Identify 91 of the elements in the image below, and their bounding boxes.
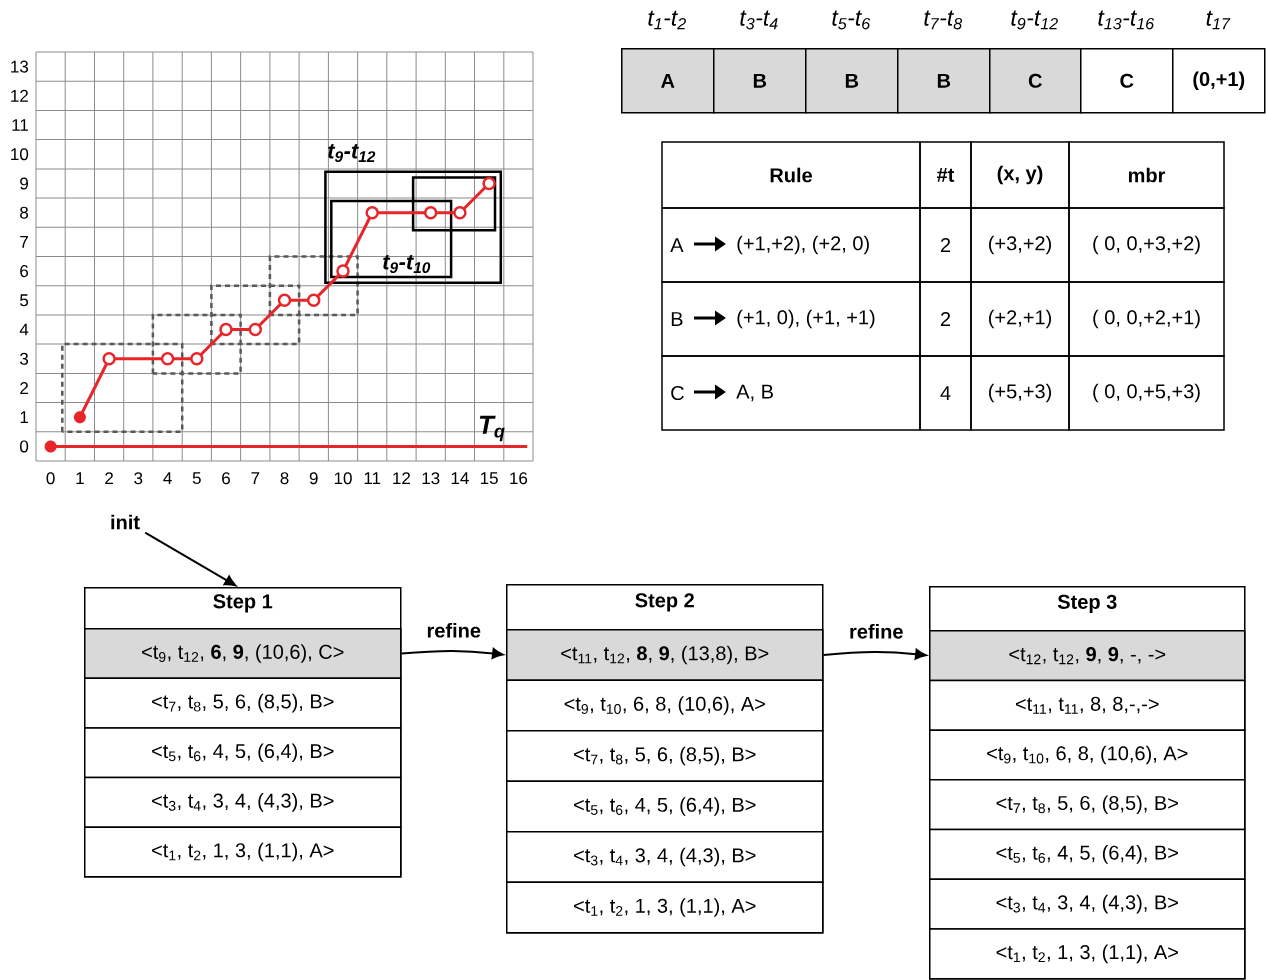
table-row: <t$_{9}$, t$_{10}$, 6, 8, (10,6), A> xyxy=(929,729,1246,781)
table-row: <t$_{1}$, t$_{2}$, 1, 3, (1,1), A> xyxy=(84,826,402,878)
tick-label: 1 xyxy=(20,411,28,424)
column-header: Rule xyxy=(770,167,812,183)
table-row: <t$_{5}$, t$_{6}$, 4, 5, (6,4), B> xyxy=(506,780,824,833)
sequence-cell: B xyxy=(897,48,991,114)
column-header: #t xyxy=(936,168,955,182)
tick-label: 15 xyxy=(480,472,498,485)
tick-label: 0 xyxy=(46,472,55,485)
tick-label: 6 xyxy=(222,472,230,485)
arrow xyxy=(822,648,927,660)
table-row: <t$_{3}$, t$_{4}$, 3, 4, (4,3), B> xyxy=(929,878,1246,930)
tick-label: 2 xyxy=(105,472,113,485)
table-row: <t$_{12}$, t$_{12}$, 9, 9, -, -> xyxy=(929,630,1246,682)
tick-label: 9 xyxy=(309,472,318,485)
table-text: A, B xyxy=(736,384,773,402)
tick-label: 16 xyxy=(510,472,528,485)
table-row: <t$_{7}$, t$_{8}$, 5, 6, (8,5), B> xyxy=(84,677,402,729)
table-row: <t$_{3}$, t$_{4}$, 3, 4, (4,3), B> xyxy=(506,831,824,883)
sequence-cell: C xyxy=(989,48,1082,114)
tick-label: 13 xyxy=(11,60,29,73)
tick-label: 5 xyxy=(20,294,29,307)
table-row: <t$_{9}$, t$_{12}$, 6, 9, (10,6), C> xyxy=(84,628,402,680)
table-text: ( 0, 0,+2,+1) xyxy=(1093,309,1200,329)
tick-label: 4 xyxy=(163,472,172,484)
table-row: <t$_{11}$, t$_{12}$, 8, 9, (13,8), B> xyxy=(506,629,824,681)
tick-label: 9 xyxy=(20,177,28,190)
table-text: (+1, 0), (+1, +1) xyxy=(737,309,875,329)
cell-header: t$_{7}$-t$_{8}$ xyxy=(924,10,963,30)
tick-label: 0 xyxy=(20,440,29,453)
tick-label: 14 xyxy=(451,472,469,484)
column-header: mbr xyxy=(1128,167,1166,183)
cell-header: t$_{5}$-t$_{6}$ xyxy=(832,10,871,30)
table-text: ( 0, 0,+5,+3) xyxy=(1093,383,1200,403)
tick-label: 10 xyxy=(11,148,29,161)
rectangle-label: t$_{9}$-t$_{12}$ xyxy=(328,143,376,163)
cell-header: t$_{1}$-t$_{2}$ xyxy=(648,10,686,30)
sequence-cell: A xyxy=(621,48,715,114)
table-text: 2 xyxy=(940,238,951,252)
tick-label: 1 xyxy=(76,472,84,484)
tick-label: 7 xyxy=(20,236,28,248)
table-row: <t$_{1}$, t$_{2}$, 1, 3, (1,1), A> xyxy=(929,928,1246,980)
tick-label: 3 xyxy=(134,472,143,485)
table-text: 2 xyxy=(940,312,951,326)
tick-label: 8 xyxy=(280,472,289,485)
table-row: <t$_{7}$, t$_{8}$, 5, 6, (8,5), B> xyxy=(929,779,1246,831)
tick-label: 2 xyxy=(20,382,28,394)
cell-header: t$_{9}$-t$_{12}$ xyxy=(1011,10,1058,30)
arrow xyxy=(144,531,237,587)
edge-label: refine xyxy=(425,621,482,639)
tick-label: 10 xyxy=(334,472,352,485)
column-header: (x, y) xyxy=(997,165,1043,185)
arrow xyxy=(400,647,504,659)
table-row: <t$_{5}$, t$_{6}$, 4, 5, (6,4), B> xyxy=(929,828,1246,880)
edge-label: refine xyxy=(848,622,905,640)
tick-label: 7 xyxy=(251,472,260,484)
table-row: <t$_{11}$, t$_{11}$, 8, 8,-,-> xyxy=(929,679,1246,731)
tick-label: 13 xyxy=(422,472,440,485)
tick-label: 3 xyxy=(20,352,29,365)
table-text: (+3,+2) xyxy=(989,235,1051,255)
tick-label: 5 xyxy=(192,472,201,485)
series-label: T$_{q}$ xyxy=(479,415,505,442)
table-text: ( 0, 0,+3,+2) xyxy=(1093,235,1200,255)
table-row: <t$_{5}$, t$_{6}$, 4, 5, (6,4), B> xyxy=(84,727,402,779)
sequence-cell: B xyxy=(805,48,899,114)
step-label: init xyxy=(111,514,140,530)
sequence-cell: B xyxy=(713,48,807,114)
table-row: <t$_{7}$, t$_{8}$, 5, 6, (8,5), B> xyxy=(506,730,824,782)
table-row: <t$_{3}$, t$_{4}$, 3, 4, (4,3), B> xyxy=(84,776,402,828)
tick-label: 11 xyxy=(364,472,381,484)
table-text: A xyxy=(670,238,684,252)
sequence-cell: C xyxy=(1080,48,1174,114)
tick-label: 4 xyxy=(19,323,29,336)
cell-header: t$_{17}$ xyxy=(1206,10,1231,30)
table-text: (+2,+1) xyxy=(989,309,1051,329)
table-text: (+1,+2), (+2, 0) xyxy=(737,235,869,255)
tick-label: 12 xyxy=(11,89,28,102)
table-text: (+5,+3) xyxy=(989,383,1051,403)
tick-label: 6 xyxy=(20,265,29,278)
table-text: B xyxy=(671,312,683,326)
cell-header: t$_{3}$-t$_{4}$ xyxy=(740,10,778,30)
rectangle-label: t$_{9}$-t$_{10}$ xyxy=(383,254,431,274)
tick-label: 12 xyxy=(393,472,410,485)
tick-label: 8 xyxy=(20,206,29,219)
table-row: <t$_{1}$, t$_{2}$, 1, 3, (1,1), A> xyxy=(506,881,824,934)
table-text: 4 xyxy=(940,386,951,400)
sequence-cell: (0,+1) xyxy=(1172,48,1266,114)
table-row: <t$_{9}$, t$_{10}$, 6, 8, (10,6), A> xyxy=(506,679,824,732)
table-text: C xyxy=(671,385,684,401)
tick-label: 11 xyxy=(12,119,28,131)
cell-header: t$_{13}$-t$_{16}$ xyxy=(1098,10,1155,30)
